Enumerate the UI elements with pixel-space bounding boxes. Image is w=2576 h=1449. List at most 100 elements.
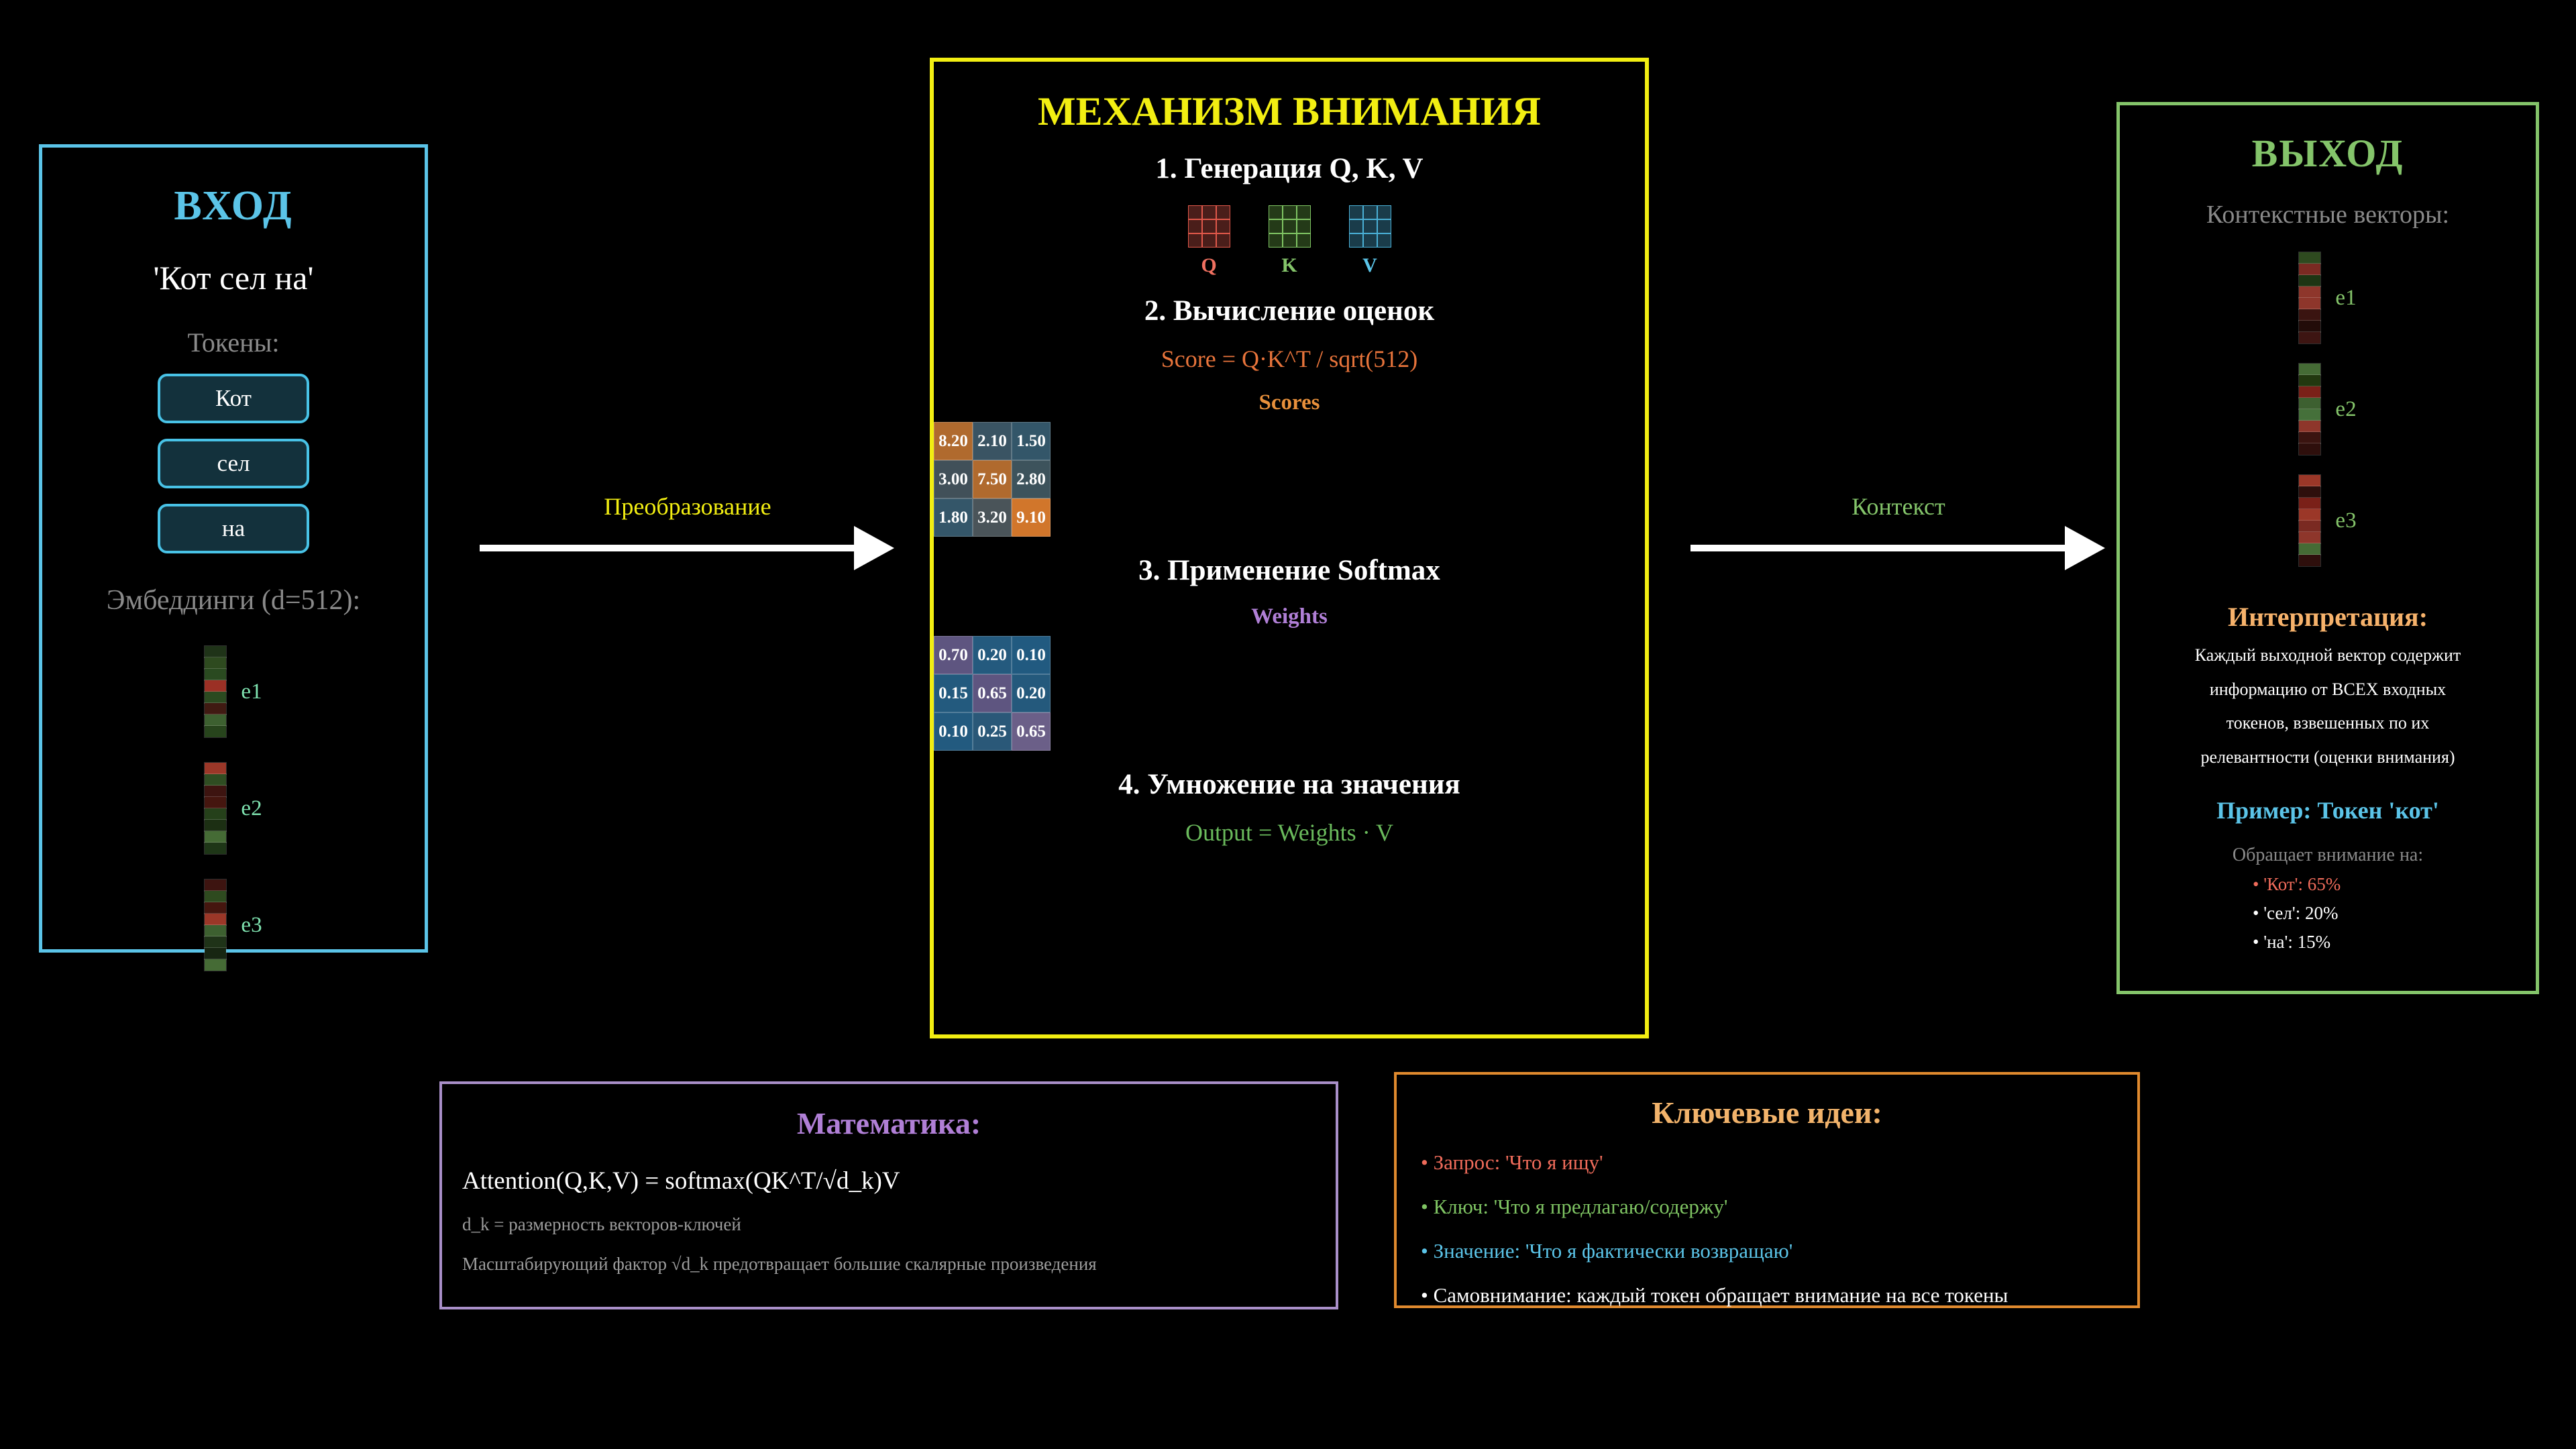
qkv-matrix-k: K bbox=[1268, 205, 1311, 277]
tokens-label: Токены: bbox=[187, 327, 280, 358]
embedding-cell bbox=[204, 785, 227, 798]
qkv-cell bbox=[1282, 219, 1297, 233]
embedding-cell bbox=[2298, 252, 2322, 264]
qkv-cell bbox=[1362, 205, 1377, 219]
embedding-cell bbox=[2298, 443, 2322, 455]
scores-caption: Scores bbox=[1258, 390, 1320, 415]
embedding-cell bbox=[204, 773, 227, 786]
embedding-cell bbox=[2298, 374, 2322, 387]
embedding-cell bbox=[204, 924, 227, 937]
embedding-cell bbox=[2298, 554, 2322, 567]
context-vectors-label: Контекстные векторы: bbox=[2206, 201, 2450, 229]
embedding-cell bbox=[204, 702, 227, 715]
qkv-matrix-v: V bbox=[1348, 205, 1391, 277]
embedding-cells bbox=[2298, 474, 2322, 567]
math-note: d_k = размерность векторов-ключей bbox=[462, 1214, 741, 1234]
matrix-cell: 3.00 bbox=[934, 460, 973, 498]
arrow-line bbox=[480, 545, 855, 551]
embedding-vector: e1 bbox=[2120, 252, 2536, 344]
matrix-cell: 3.20 bbox=[973, 498, 1012, 537]
idea-item: • Ключ: 'Что я предлагаю/содержу' bbox=[1421, 1195, 1728, 1218]
idea-item: • Значение: 'Что я фактически возвращаю' bbox=[1421, 1239, 1793, 1263]
math-box: Математика: Attention(Q,K,V) = softmax(Q… bbox=[439, 1081, 1338, 1309]
embeddings-label: Эмбеддинги (d=512): bbox=[106, 585, 361, 616]
embedding-cell bbox=[2298, 263, 2322, 276]
embedding-cell bbox=[204, 842, 227, 855]
embedding-vector: e2 bbox=[2120, 363, 2536, 455]
qkv-cell bbox=[1296, 205, 1311, 219]
embedding-cell bbox=[2298, 543, 2322, 555]
embedding-cell bbox=[2298, 397, 2322, 410]
qkv-cell bbox=[1282, 205, 1297, 219]
qkv-cell bbox=[1348, 205, 1363, 219]
idea-item: • Запрос: 'Что я ищу' bbox=[1421, 1150, 1603, 1174]
embedding-cell bbox=[2298, 409, 2322, 421]
interpretation-line: релевантности (оценки внимания) bbox=[2200, 747, 2455, 767]
embedding-cell bbox=[204, 796, 227, 809]
qkv-cell bbox=[1201, 205, 1216, 219]
interpretation-line: Каждый выходной вектор содержит bbox=[2194, 645, 2461, 665]
embedding-cell bbox=[2298, 420, 2322, 433]
score-formula: Score = Q·K^T / sqrt(512) bbox=[1161, 345, 1418, 372]
embedding-cell bbox=[204, 691, 227, 704]
token-box[interactable]: Кот bbox=[158, 374, 309, 423]
embedding-cell bbox=[2298, 363, 2322, 376]
matrix-cell: 0.10 bbox=[1012, 636, 1051, 674]
qkv-cell bbox=[1348, 219, 1363, 233]
matrix-cell: 0.10 bbox=[934, 712, 973, 751]
attend-item: • 'на': 15% bbox=[2253, 932, 2331, 952]
embedding-cell bbox=[2298, 331, 2322, 344]
interpretation-line: токенов, взвешенных по их bbox=[2226, 713, 2430, 733]
matrix-cell: 1.80 bbox=[934, 498, 973, 537]
ideas-box-title: Ключевые идеи: bbox=[1652, 1095, 1882, 1130]
token-box[interactable]: на bbox=[158, 504, 309, 553]
embedding-label: e2 bbox=[241, 796, 262, 820]
qkv-cell bbox=[1362, 233, 1377, 248]
qkv-cell bbox=[1268, 219, 1283, 233]
token-box[interactable]: сел bbox=[158, 439, 309, 488]
embedding-label: e2 bbox=[2335, 396, 2357, 421]
arrow-head bbox=[854, 526, 894, 570]
matrix-cell: 1.50 bbox=[1012, 422, 1051, 460]
input-panel-title: ВХОД bbox=[174, 183, 293, 229]
matrix-cell: 0.65 bbox=[1012, 712, 1051, 751]
qkv-cell bbox=[1201, 233, 1216, 248]
embedding-label: e1 bbox=[241, 679, 262, 704]
qkv-cell bbox=[1362, 219, 1377, 233]
qkv-cell bbox=[1187, 219, 1202, 233]
embedding-vector: e1 bbox=[42, 645, 425, 738]
example-title: Пример: Токен 'кот' bbox=[2216, 797, 2439, 824]
input-embeddings-list: e1 e2 e3 bbox=[42, 645, 425, 971]
embedding-cell bbox=[2298, 320, 2322, 333]
matrix-cell: 0.25 bbox=[973, 712, 1012, 751]
matrix-cell: 0.20 bbox=[973, 636, 1012, 674]
embedding-cell bbox=[204, 890, 227, 903]
embedding-cell bbox=[204, 714, 227, 727]
embedding-cells bbox=[2298, 252, 2322, 344]
embedding-cell bbox=[204, 830, 227, 843]
embedding-cell bbox=[204, 668, 227, 681]
step1-title: 1. Генерация Q, K, V bbox=[1155, 153, 1424, 184]
embedding-cell bbox=[204, 902, 227, 914]
interpretation-line: информацию от ВСЕХ входных bbox=[2209, 679, 2447, 699]
qkv-cell bbox=[1216, 205, 1230, 219]
embedding-cell bbox=[2298, 286, 2322, 299]
embedding-cell bbox=[204, 879, 227, 892]
step4-title: 4. Умножение на значения bbox=[1118, 769, 1460, 800]
qkv-cell bbox=[1377, 205, 1391, 219]
qkv-cell bbox=[1216, 219, 1230, 233]
matrix-cell: 0.65 bbox=[973, 674, 1012, 712]
embedding-vector: e3 bbox=[42, 879, 425, 971]
idea-item: • Самовнимание: каждый токен обращает вн… bbox=[1421, 1283, 2008, 1307]
matrix-cell: 7.50 bbox=[973, 460, 1012, 498]
ideas-box: Ключевые идеи: • Запрос: 'Что я ищу' • Кл… bbox=[1394, 1072, 2140, 1308]
embedding-cell bbox=[2298, 531, 2322, 544]
math-note: Масштабирующий фактор √d_k предотвращает… bbox=[462, 1254, 1097, 1274]
interpretation-body: Каждый выходной вектор содержит информаци… bbox=[2120, 645, 2536, 768]
matrix-cell: 0.70 bbox=[934, 636, 973, 674]
embedding-cell bbox=[204, 645, 227, 658]
